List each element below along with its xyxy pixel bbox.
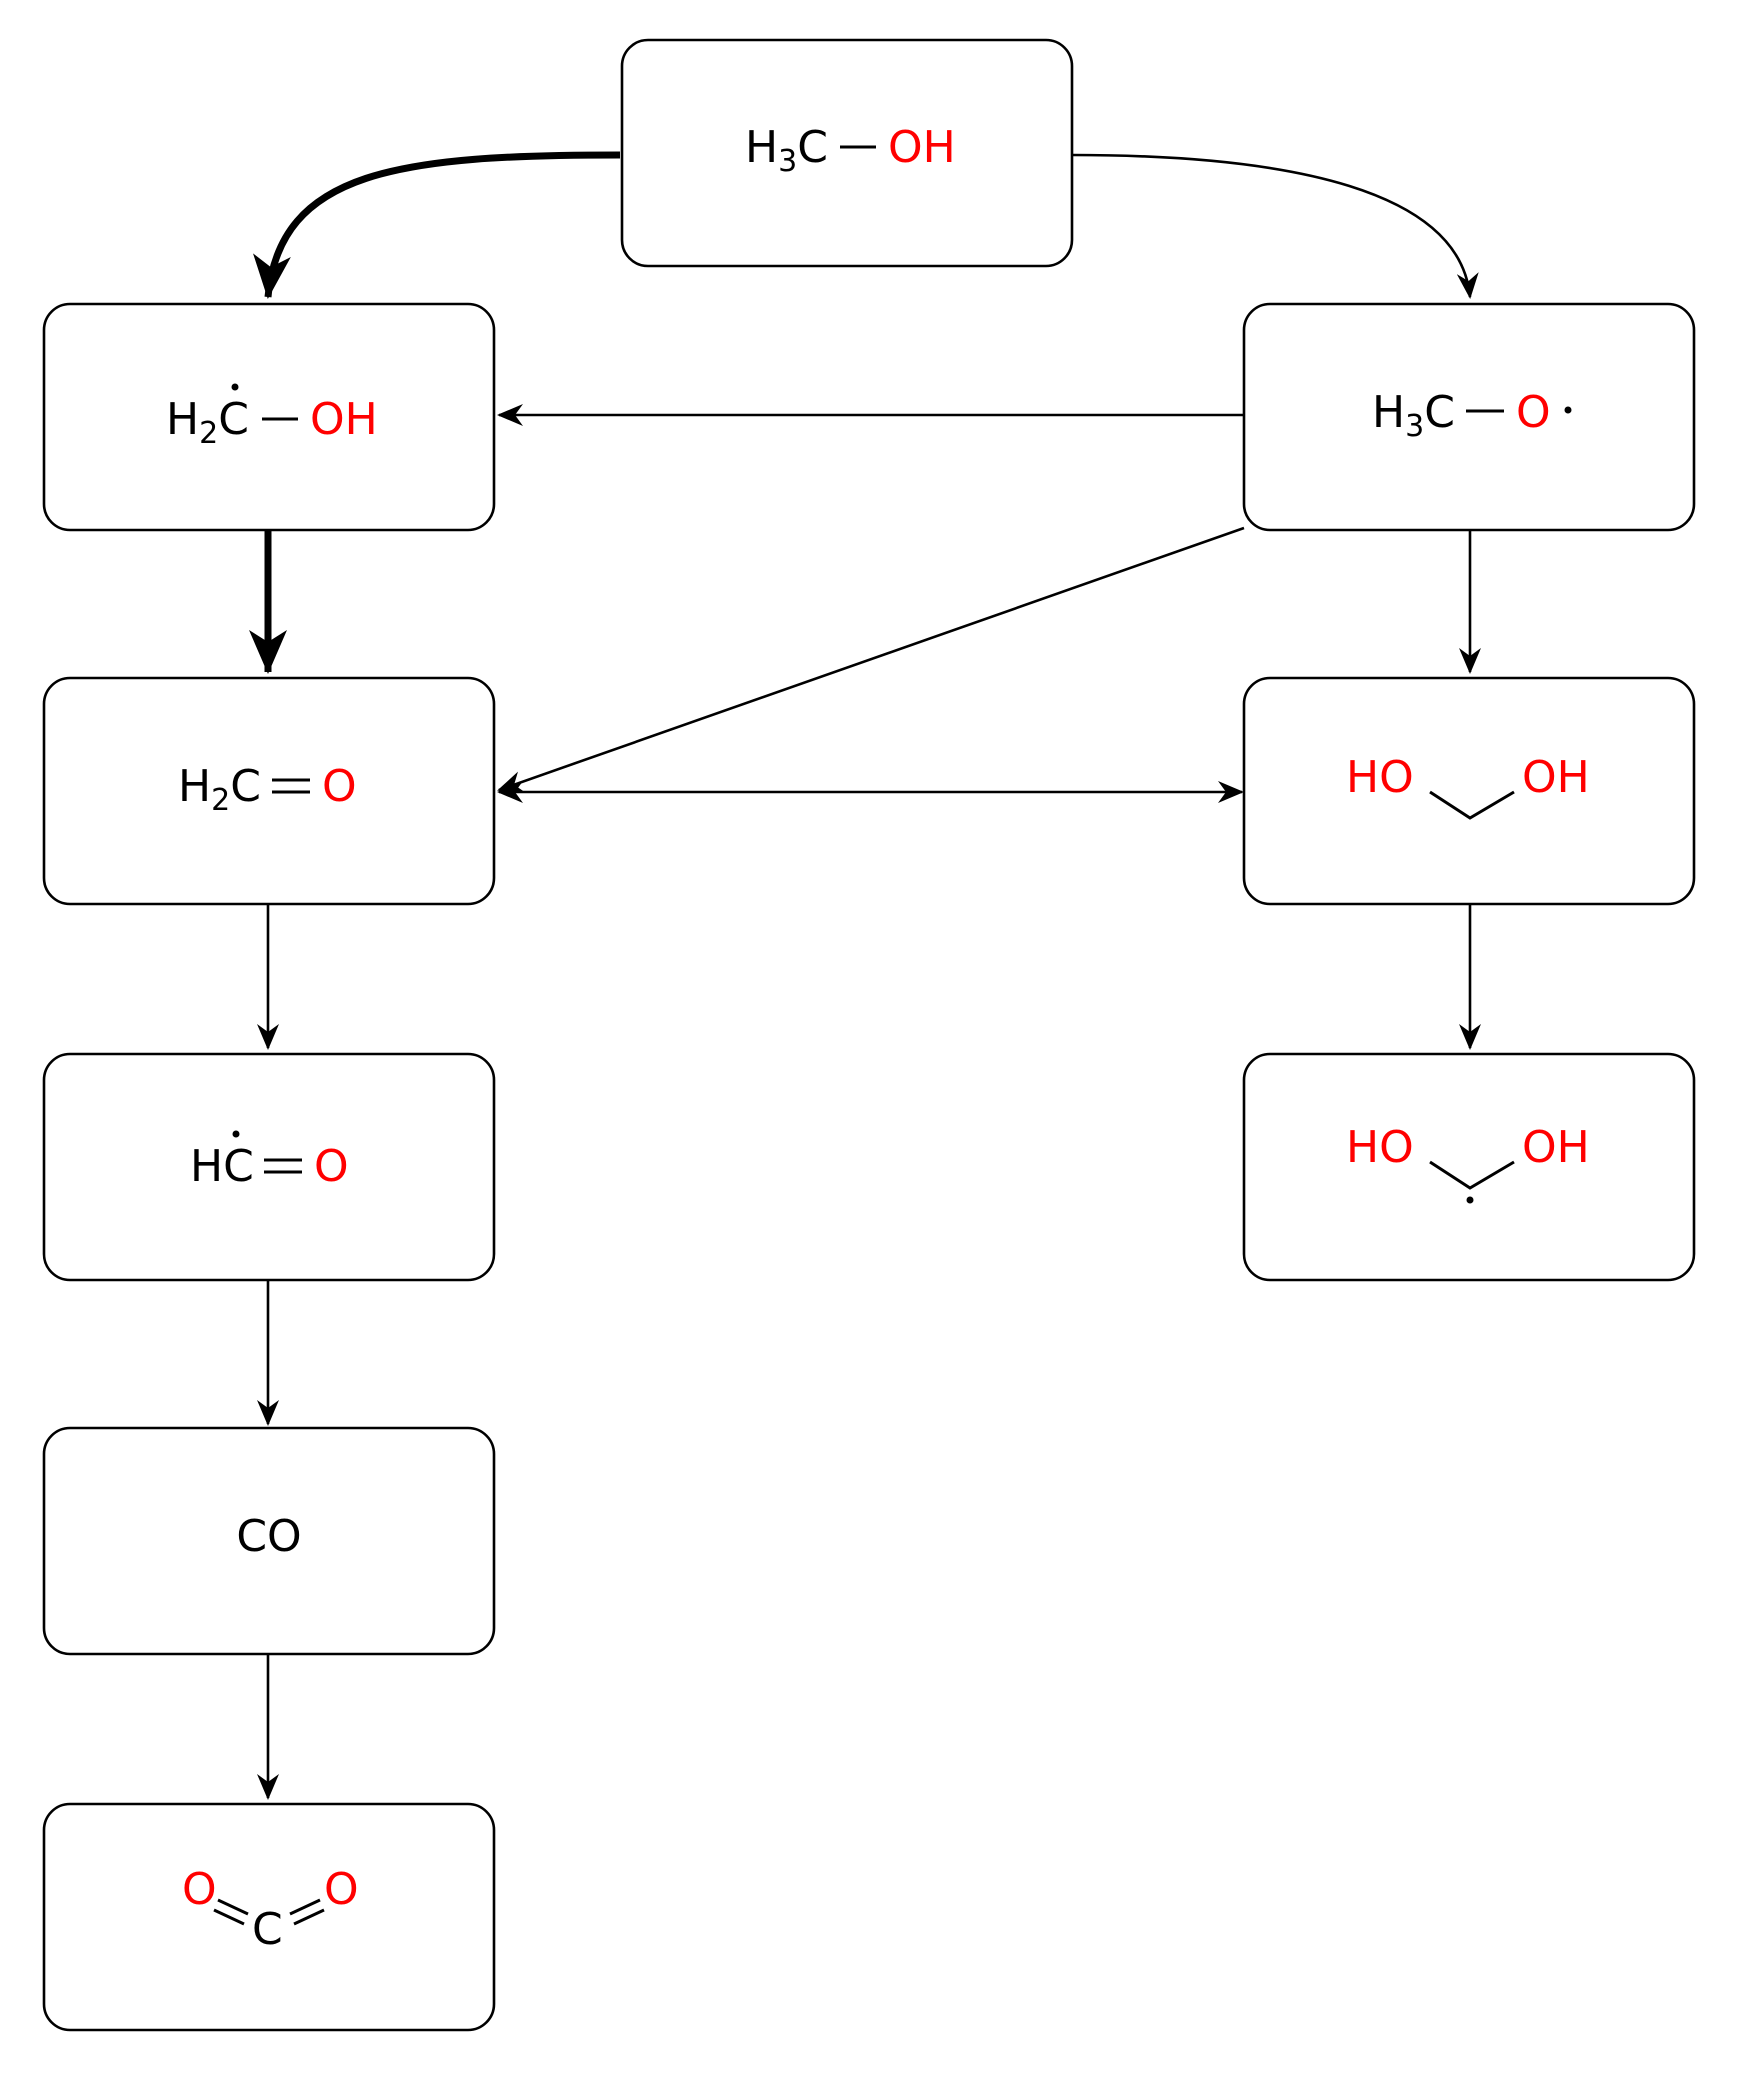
hydroxymethyl-h: H [166,394,199,445]
hydroxymethyl-oh: OH [310,394,378,445]
carbon-dioxide-c: C [252,1904,283,1955]
radical-dot [1466,1196,1474,1204]
node-methanediol: HO OH [1242,676,1696,906]
methoxy-h: H [1372,387,1405,438]
methoxy-h-subscript: 3 [1405,409,1424,444]
methoxy-o: O [1516,387,1551,438]
node-box [42,1052,496,1282]
methanol-oh: OH [888,122,956,173]
node-formaldehyde: H2C O [42,676,496,906]
node-formyl-radical: HC O [42,1052,496,1282]
double-bond-left-b [213,1908,245,1926]
node-box [42,676,496,906]
formyl-h: H [190,1141,223,1192]
node-hydroxymethyl-radical: H2C OH [42,302,496,532]
node-box [42,1802,496,2032]
edge-methoxy-to-formaldehyde [497,526,1245,793]
dihydroxymethyl-oh: OH [1522,1122,1590,1173]
radical-dot [1564,406,1572,414]
formaldehyde-h-subscript: 2 [211,783,230,818]
methanol-h-subscript: 3 [778,144,797,179]
node-box [620,38,1074,268]
node-box [42,302,496,532]
svg-text:H2C: H2C [178,761,261,818]
node-box [1242,302,1696,532]
radical-dot [231,383,239,391]
hydroxymethyl-c: C [218,394,249,445]
double-bond-right-a [289,1898,321,1916]
formaldehyde-o: O [322,761,357,812]
double-bond-left-a [217,1898,249,1916]
node-carbon-monoxide: CO [42,1426,496,1656]
methanediol-ho: HO [1346,752,1414,803]
edges [249,151,1481,1800]
formaldehyde-h: H [178,761,211,812]
node-box [1242,1052,1696,1282]
node-box [1242,676,1696,906]
svg-text:H2C: H2C [166,394,249,451]
skeletal-bonds [1429,1160,1515,1190]
methanediol-oh: OH [1522,752,1590,803]
svg-text:H3C: H3C [1372,387,1455,444]
skeletal-bonds [1429,790,1515,820]
formyl-o: O [314,1141,349,1192]
dihydroxymethyl-ho: HO [1346,1122,1414,1173]
svg-text:H3C: H3C [745,122,828,179]
double-bond-right-b [293,1908,325,1926]
carbon-monoxide-label: CO [236,1511,301,1562]
svg-text:HC: HC [190,1141,254,1192]
methanol-h: H [745,122,778,173]
node-methanol: H3C OH [620,38,1074,268]
carbon-dioxide-o-left: O [182,1864,217,1915]
node-carbon-dioxide: O C O [42,1802,496,2032]
node-dihydroxymethyl-radical: HO OH [1242,1052,1696,1282]
hydroxymethyl-h-subscript: 2 [199,416,218,451]
radical-dot [232,1130,240,1138]
formaldehyde-c: C [230,761,261,812]
edge-methanol-to-hydroxymethyl [253,151,621,299]
node-box [42,1426,496,1656]
edge-methanol-to-methoxy [1071,153,1479,299]
methoxy-c: C [1424,387,1455,438]
methanol-c: C [797,122,828,173]
carbon-dioxide-o-right: O [324,1864,359,1915]
formyl-c: C [223,1141,254,1192]
node-methoxy-radical: H3C O [1242,302,1696,532]
